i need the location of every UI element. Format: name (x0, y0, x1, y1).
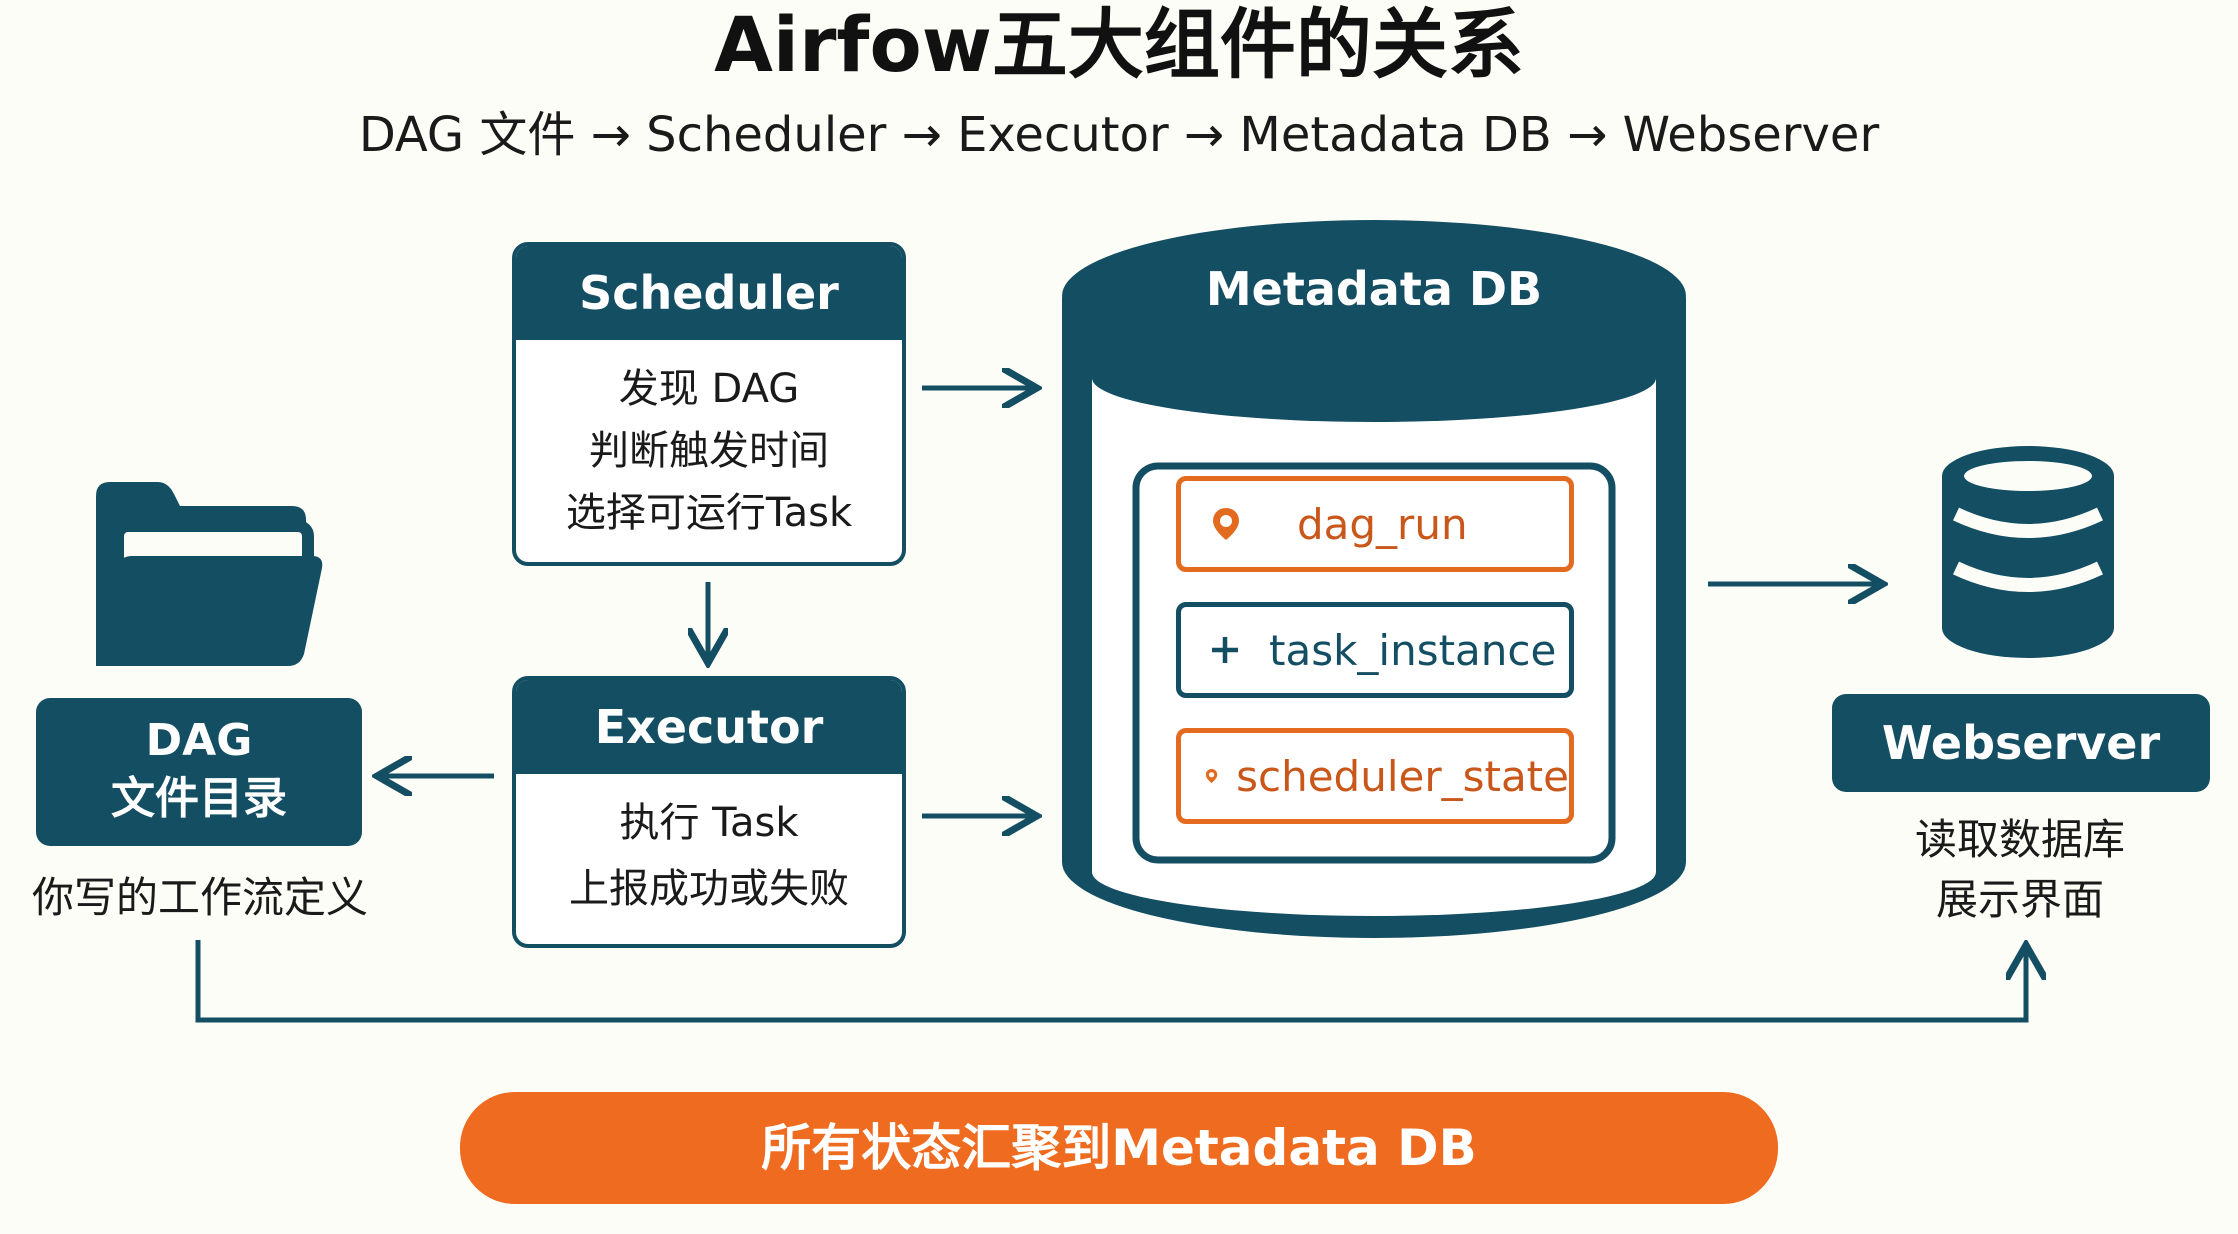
dag-directory-title-line1: DAG (145, 715, 253, 766)
metadata-db-title: Metadata DB (1205, 262, 1543, 316)
webserver-box: Webserver (1832, 694, 2210, 792)
pin-icon (1213, 508, 1239, 540)
table-name: scheduler_state (1236, 751, 1569, 801)
diagram-subtitle: DAG 文件 → Scheduler → Executor → Metadata… (358, 107, 1880, 163)
scheduler-line: 选择可运行Task (565, 490, 853, 536)
scheduler-line: 判断触发时间 (589, 428, 829, 474)
scheduler-title: Scheduler (516, 246, 902, 340)
plus-icon (1212, 637, 1238, 663)
folder-icon (96, 482, 323, 666)
executor-line: 执行 Task (619, 800, 799, 846)
summary-banner: 所有状态汇聚到Metadata DB (460, 1092, 1778, 1204)
database-icon (1942, 446, 2114, 658)
diagram-title: Airfow五大组件的关系 (714, 0, 1524, 89)
arrow-dag-to-webserver (195, 940, 2026, 1023)
scheduler-body: 发现 DAG 判断触发时间 选择可运行Task (516, 340, 902, 544)
executor-box: Executor 执行 Task 上报成功或失败 (512, 676, 906, 948)
scheduler-line: 发现 DAG (618, 366, 800, 412)
table-scheduler-state: scheduler_state (1176, 728, 1574, 824)
webserver-caption-line: 展示界面 (1935, 875, 2104, 924)
scheduler-box: Scheduler 发现 DAG 判断触发时间 选择可运行Task (512, 242, 906, 566)
dag-directory-box: DAG 文件目录 (36, 698, 362, 846)
webserver-caption-line: 读取数据库 (1914, 815, 2125, 864)
table-task-instance: task_instance (1176, 602, 1574, 698)
dag-directory-caption: 你写的工作流定义 (31, 873, 368, 922)
table-name: dag_run (1297, 499, 1468, 549)
table-name: task_instance (1269, 625, 1557, 675)
dag-directory-title-line2: 文件目录 (111, 773, 287, 824)
webserver-caption: 读取数据库 展示界面 (1820, 810, 2220, 930)
table-dag-run: dag_run (1176, 476, 1574, 572)
executor-line: 上报成功或失败 (569, 866, 849, 912)
pin-icon (1205, 769, 1218, 783)
executor-body: 执行 Task 上报成功或失败 (516, 774, 902, 922)
executor-title: Executor (516, 680, 902, 774)
